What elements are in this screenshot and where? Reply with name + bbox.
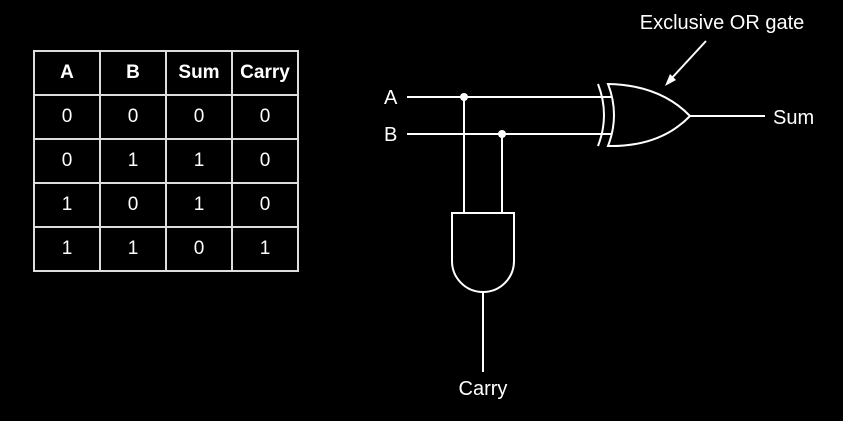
cell: 0 bbox=[165, 94, 233, 140]
cell: 1 bbox=[165, 138, 233, 184]
header-b: B bbox=[99, 50, 167, 96]
label-xor-annotation: Exclusive OR gate bbox=[640, 12, 805, 34]
table-row: 1 1 0 1 bbox=[33, 226, 299, 272]
cell: 0 bbox=[33, 94, 101, 140]
cell: 1 bbox=[99, 138, 167, 184]
header-sum: Sum bbox=[165, 50, 233, 96]
annotation-arrowhead bbox=[665, 74, 676, 86]
cell: 0 bbox=[33, 138, 101, 184]
cell: 0 bbox=[231, 94, 299, 140]
table-header-row: A B Sum Carry bbox=[33, 50, 299, 96]
cell: 0 bbox=[99, 182, 167, 228]
cell: 1 bbox=[33, 182, 101, 228]
cell: 1 bbox=[99, 226, 167, 272]
cell: 1 bbox=[231, 226, 299, 272]
cell: 0 bbox=[99, 94, 167, 140]
label-sum: Sum bbox=[773, 107, 814, 129]
junction-dot-b bbox=[498, 130, 506, 138]
cell: 0 bbox=[231, 138, 299, 184]
xor-gate bbox=[606, 82, 692, 148]
annotation-arrow-line bbox=[669, 40, 707, 81]
truth-table: A B Sum Carry 0 0 0 0 0 1 1 0 1 0 1 0 1 … bbox=[33, 50, 299, 272]
and-gate bbox=[451, 212, 515, 293]
cell: 1 bbox=[33, 226, 101, 272]
header-a: A bbox=[33, 50, 101, 96]
label-input-a: A bbox=[384, 87, 398, 109]
xor-input-curve bbox=[597, 83, 605, 147]
junction-dot-a bbox=[460, 93, 468, 101]
cell: 0 bbox=[231, 182, 299, 228]
table-row: 0 1 1 0 bbox=[33, 138, 299, 184]
table-row: 1 0 1 0 bbox=[33, 182, 299, 228]
header-carry: Carry bbox=[231, 50, 299, 96]
cell: 1 bbox=[165, 182, 233, 228]
table-row: 0 0 0 0 bbox=[33, 94, 299, 140]
cell: 0 bbox=[165, 226, 233, 272]
label-carry: Carry bbox=[459, 378, 508, 400]
label-input-b: B bbox=[384, 124, 397, 146]
